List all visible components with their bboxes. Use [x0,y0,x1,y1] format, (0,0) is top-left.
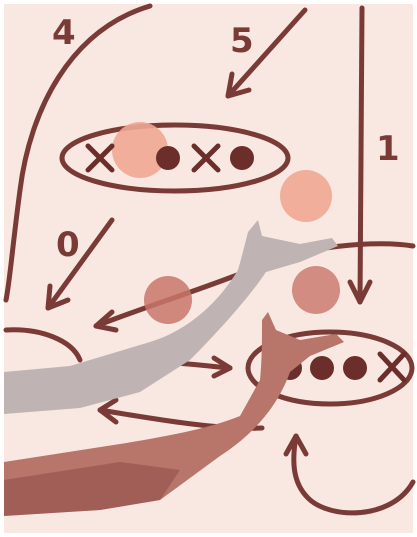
route-number-4: 4 [52,13,76,53]
dot-1 [156,146,180,170]
dot-4 [310,356,334,380]
ball-right-top [280,170,332,222]
route-1-arrow [360,8,362,302]
dot-5 [343,356,367,380]
ball-right-mid [292,266,340,314]
dot-2 [230,146,254,170]
route-number-5: 5 [230,21,254,61]
ball-mid [144,276,192,324]
route-number-0: 0 [56,225,80,265]
route-number-1: 1 [376,129,400,169]
